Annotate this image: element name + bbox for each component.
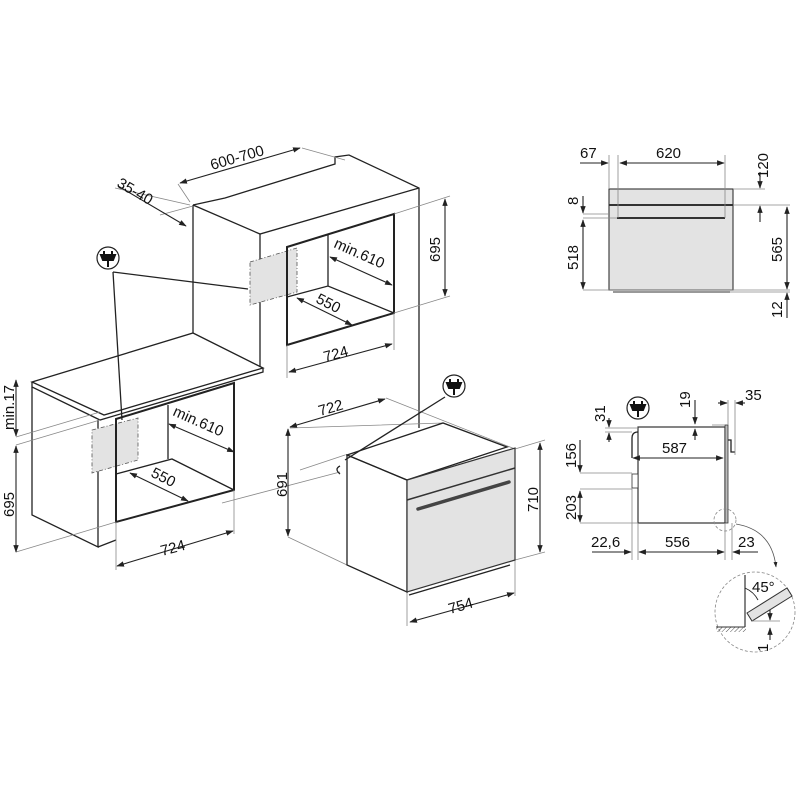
plug-icon: [626, 396, 650, 420]
oven-side-view: 31 19 35 587 156 203 22,6 556 23: [563, 387, 762, 560]
under-counter-cabinet: min.17 695 min.610 550 724: [1, 332, 265, 570]
column-cabinet: 600-700 35-40 695 min.610 550 724: [114, 142, 451, 428]
dim-upper: 156: [563, 443, 580, 468]
dim-gap: 8: [565, 197, 582, 205]
dim-top-offset: 19: [677, 391, 694, 408]
dim-depth-range: 600-700: [208, 142, 266, 174]
dim-door-depth: 35: [745, 387, 762, 404]
oven-handle: [416, 480, 511, 511]
dim-cable-offset: 31: [592, 405, 609, 422]
dim-bottom: 12: [769, 301, 786, 318]
detail-angle: 45°: [752, 579, 775, 596]
dim-lower-width: 724: [159, 537, 188, 560]
dim-min-gap: min.17: [1, 385, 18, 430]
dim-inner-width: 620: [656, 145, 681, 162]
dim-column-depth-min: min.610: [331, 235, 387, 272]
plug-icon: [96, 246, 120, 270]
oven-front-view: 67 620 120 8 518 565 12: [565, 145, 790, 318]
dim-oven-body-height: 691: [274, 472, 291, 497]
dim-rear: 22,6: [591, 534, 620, 551]
plug-icon: [442, 374, 466, 398]
dim-lower-floor: 550: [148, 464, 178, 491]
dim-left-offset: 67: [580, 145, 597, 162]
socket-zone-upper: [249, 247, 298, 306]
dim-top-panel: 120: [755, 153, 772, 178]
dim-front: 23: [738, 534, 755, 551]
dim-oven-front-height: 710: [525, 487, 542, 512]
dim-body-height: 565: [769, 237, 786, 262]
column-niche: [286, 212, 395, 347]
dim-oven-depth: 722: [316, 397, 345, 420]
dim-column-width: 724: [322, 343, 351, 366]
dim-oven-front-width: 754: [446, 595, 475, 618]
door-detail: 45° 1: [713, 508, 796, 653]
dim-depth: 556: [665, 534, 690, 551]
detail-clearance: 1: [755, 644, 772, 652]
oven-3d-view: 722 691 710 754: [221, 397, 546, 626]
dim-body-depth: 587: [662, 440, 687, 457]
oven-front-panel: [406, 447, 516, 593]
dim-lower-depth-min: min.610: [170, 403, 226, 440]
dim-column-height: 695: [427, 237, 444, 262]
dim-column-floor: 550: [313, 290, 343, 317]
dim-lower-height: 695: [1, 492, 18, 517]
dim-door-height: 518: [565, 245, 582, 270]
dim-lower: 203: [563, 495, 580, 520]
dim-counter-gap: 35-40: [114, 175, 156, 209]
